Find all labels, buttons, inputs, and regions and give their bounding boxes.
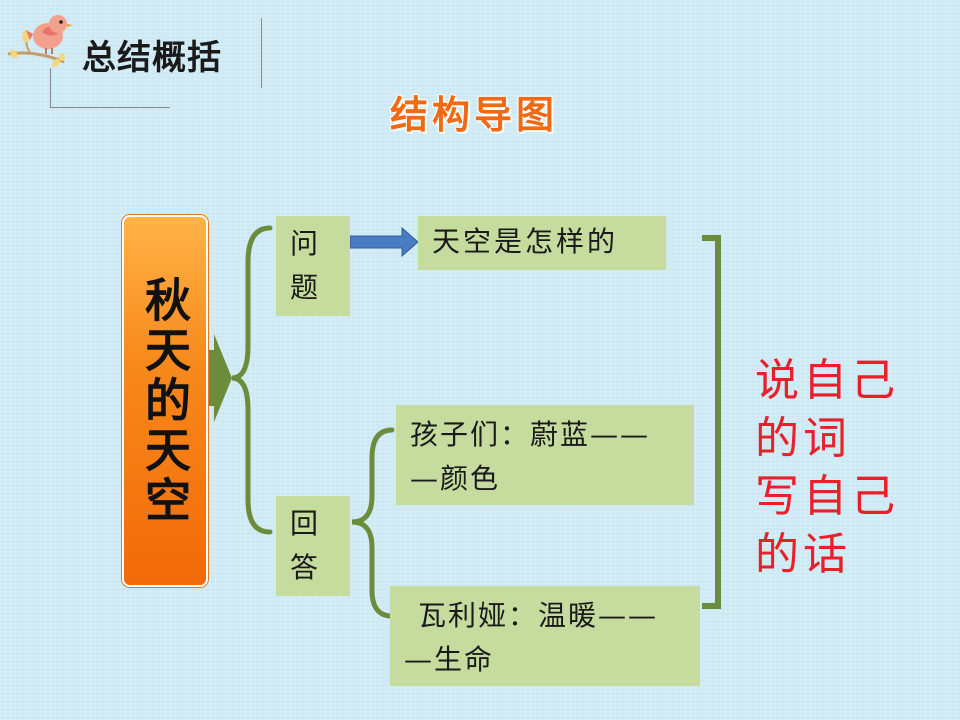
walia-answer-node: 瓦利娅：温暖—— —生命 — [390, 586, 700, 686]
walia-answer-line2: —生命 — [404, 643, 495, 676]
header-frame-left-line — [50, 68, 51, 108]
walia-answer-line1: 瓦利娅：温暖—— — [418, 599, 659, 632]
right-square-bracket — [702, 235, 721, 609]
topic-box: 秋天的天空 — [122, 215, 208, 587]
header-frame-right-line — [261, 18, 262, 88]
kids-answer-line1: 孩子们：蔚蓝—— — [410, 418, 651, 451]
diagram-title: 结构导图 — [390, 93, 559, 137]
kids-answer-node: 孩子们：蔚蓝—— —颜色 — [396, 405, 694, 505]
conclusion-text: 说自己 的词 写自己 的话 — [755, 352, 935, 584]
answer-curly-bracket — [351, 427, 395, 619]
conclusion-line1: 说自己 — [755, 355, 899, 406]
conclusion-line4: 的话 — [755, 529, 851, 580]
header-frame — [50, 18, 262, 108]
question-label: 问题 — [290, 227, 319, 304]
topic-arrow-icon — [200, 334, 232, 422]
answer-node: 回答 — [276, 496, 350, 596]
header-frame-bottom-line — [50, 107, 170, 108]
question-node: 问题 — [276, 216, 350, 316]
conclusion-line2: 的词 — [755, 413, 851, 464]
sky-question-text: 天空是怎样的 — [432, 225, 619, 258]
kids-answer-line2: —颜色 — [410, 462, 501, 495]
bird-on-branch-icon — [7, 15, 73, 68]
section-title: 总结概括 — [82, 38, 222, 78]
main-curly-bracket — [231, 225, 273, 535]
conclusion-line3: 写自己 — [755, 471, 899, 522]
answer-label: 回答 — [290, 507, 319, 584]
question-arrow-icon — [349, 226, 419, 258]
sky-question-node: 天空是怎样的 — [418, 216, 666, 270]
topic-title: 秋天的天空 — [138, 276, 192, 526]
